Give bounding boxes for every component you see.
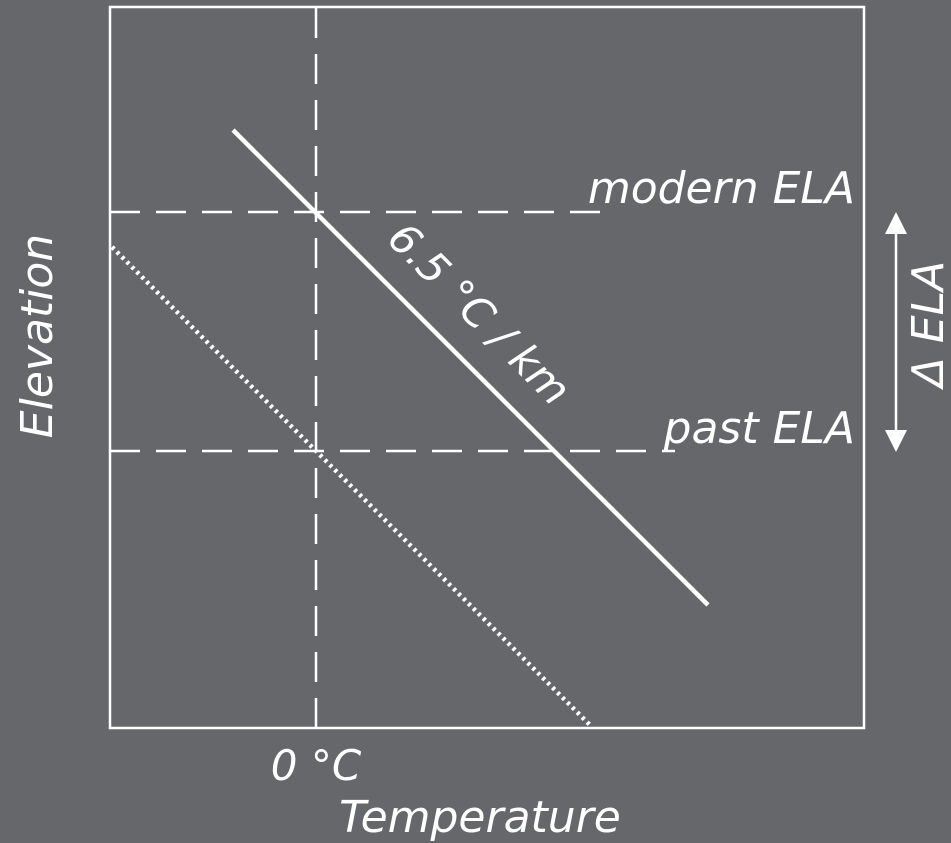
modern-ela-label: modern ELA: [588, 163, 855, 214]
x-tick-zero-label: 0 °C: [271, 741, 362, 790]
plot-frame: [108, 5, 866, 730]
past-ela-label: past ELA: [663, 403, 855, 454]
delta-ela-arrow-head-down: [885, 430, 907, 452]
delta-ela-arrow-head-up: [885, 212, 907, 234]
past-lapse-rate-line: [110, 245, 594, 729]
y-axis-label: Elevation: [12, 234, 63, 438]
lapse-rate-label: 6.5 °C / km: [378, 213, 580, 415]
modern-lapse-rate-line: [231, 128, 710, 607]
delta-ela-label: Δ ELA: [903, 261, 951, 391]
x-axis-label: Temperature: [339, 792, 621, 843]
